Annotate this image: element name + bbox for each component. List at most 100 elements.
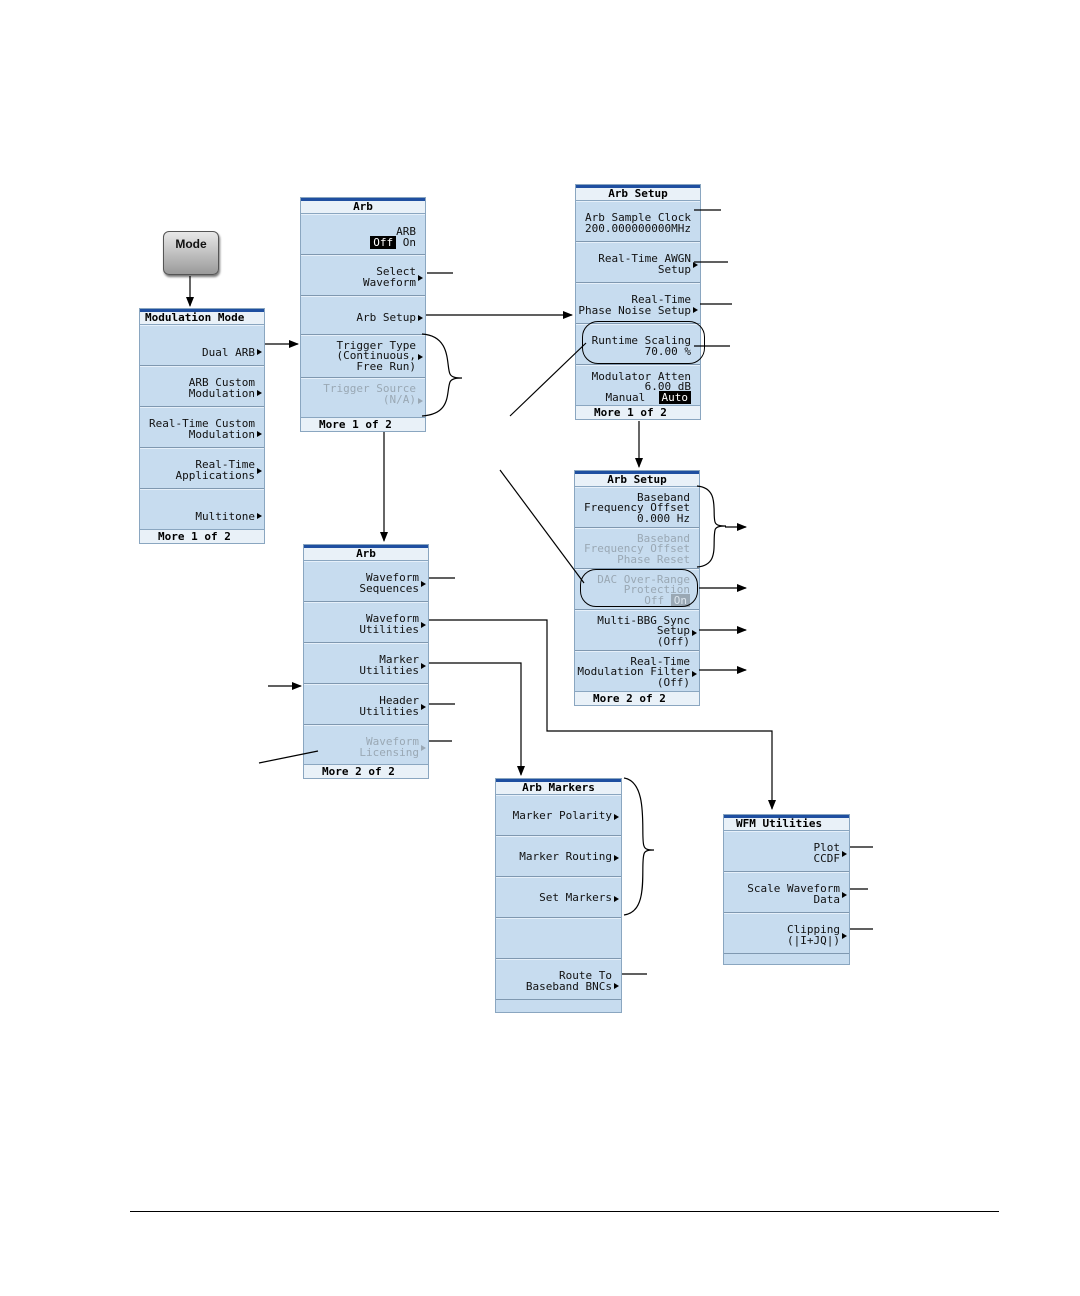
submenu-arrow-icon xyxy=(421,704,426,710)
more-label: More 1 of 2 xyxy=(594,406,667,419)
menu-footer[interactable]: More 1 of 2 xyxy=(301,417,425,431)
menu-footer[interactable]: More 2 of 2 xyxy=(304,764,428,778)
brace-arb-markers xyxy=(623,777,655,916)
menu-title: Arb xyxy=(301,198,425,214)
softkey-label: Baseband Frequency Offset 0.000 Hz xyxy=(584,490,690,525)
softkey-trigger-type[interactable]: Trigger Type (Continuous, Free Run) xyxy=(301,335,425,378)
submenu-arrow-icon xyxy=(614,814,619,820)
arrow-marker-utilities-to-arb-markers xyxy=(429,662,525,776)
runtime-scaling-highlight xyxy=(582,321,705,364)
softkey-real-time-awgn-setup[interactable]: Real-Time AWGN Setup xyxy=(576,242,700,283)
softkey-route-to-baseband-bncs[interactable]: Route To Baseband BNCs xyxy=(496,959,621,1000)
softkey-multi-bbg-sync-setup[interactable]: Multi-BBG Sync Setup (Off) xyxy=(575,610,699,651)
softkey-label: Scale Waveform Data xyxy=(747,882,840,906)
submenu-arrow-icon xyxy=(614,855,619,861)
softkey-label: Trigger Source (N/A) xyxy=(323,382,416,406)
softkey-label: Waveform Licensing xyxy=(359,735,419,759)
submenu-arrow-icon xyxy=(421,663,426,669)
softkey-dual-arb[interactable]: Dual ARB xyxy=(140,325,264,366)
submenu-arrow-icon xyxy=(421,745,426,751)
arb-menu-page1: Arb ARB Off On Select Waveform Arb Setup… xyxy=(300,197,426,432)
softkey-runtime-scaling[interactable]: Runtime Scaling 70.00 % xyxy=(576,324,700,365)
submenu-arrow-icon xyxy=(614,983,619,989)
menu-title: Arb Markers xyxy=(496,779,621,795)
softkey-label: Arb Setup xyxy=(356,310,416,324)
softkey-scale-waveform-data[interactable]: Scale Waveform Data xyxy=(724,872,849,913)
submenu-arrow-icon xyxy=(418,315,423,321)
mode-button[interactable]: Mode xyxy=(163,231,219,275)
arb-off-selected: Off xyxy=(370,235,397,249)
submenu-arrow-icon xyxy=(693,307,698,313)
modulation-mode-menu: Modulation Mode Dual ARB ARB Custom Modu… xyxy=(139,308,265,544)
softkey-arb-custom-modulation[interactable]: ARB Custom Modulation xyxy=(140,366,264,407)
wfm-utilities-menu: WFM Utilities Plot CCDF Scale Waveform D… xyxy=(723,814,850,965)
softkey-marker-utilities[interactable]: Marker Utilities xyxy=(304,643,428,684)
arb-toggle-label: ARB xyxy=(396,225,416,238)
menu-title: WFM Utilities xyxy=(724,815,849,831)
softkey-arb-sample-clock[interactable]: Arb Sample Clock 200.000000000MHz xyxy=(576,201,700,242)
submenu-arrow-icon xyxy=(257,431,262,437)
more-label: More 1 of 2 xyxy=(158,530,231,543)
softkey-modulator-atten[interactable]: Modulator Atten 6.00 dB Manual Auto xyxy=(576,365,700,406)
arb-markers-menu: Arb Markers Marker Polarity Marker Routi… xyxy=(495,778,622,1013)
arrow-waveform-utilities-to-wfm xyxy=(429,619,776,810)
softkey-header-utilities[interactable]: Header Utilities xyxy=(304,684,428,725)
modulator-atten-label: Modulator Atten 6.00 dB xyxy=(591,369,691,393)
submenu-arrow-icon xyxy=(614,896,619,902)
menu-footer[interactable]: More 1 of 2 xyxy=(140,529,264,543)
softkey-label: Arb Sample Clock 200.000000000MHz xyxy=(585,211,691,235)
menu-title: Arb xyxy=(304,545,428,561)
softkey-label: Marker Polarity xyxy=(512,808,612,822)
auto-selected: Auto xyxy=(658,390,691,404)
more-label: More 2 of 2 xyxy=(322,765,395,778)
softkey-arb-off-on[interactable]: ARB Off On xyxy=(301,214,425,255)
softkey-label: ARB Custom Modulation xyxy=(188,376,255,400)
softkey-label: Runtime Scaling 70.00 % xyxy=(591,334,691,358)
softkey-baseband-frequency-offset[interactable]: Baseband Frequency Offset 0.000 Hz xyxy=(575,487,699,528)
menu-footer[interactable]: More 2 of 2 xyxy=(575,691,699,705)
softkey-select-waveform[interactable]: Select Waveform xyxy=(301,255,425,296)
softkey-label: Real-Time AWGN Setup xyxy=(598,252,691,276)
softkey-baseband-frequency-offset-phase-reset[interactable]: Baseband Frequency Offset Phase Reset xyxy=(575,528,699,569)
page-footer-rule xyxy=(130,1211,999,1212)
submenu-arrow-icon xyxy=(421,581,426,587)
submenu-arrow-icon xyxy=(418,398,423,404)
softkey-label: Trigger Type (Continuous, Free Run) xyxy=(336,338,416,373)
more-label: More 2 of 2 xyxy=(593,692,666,705)
submenu-arrow-icon xyxy=(842,933,847,939)
softkey-real-time-custom-modulation[interactable]: Real-Time Custom Modulation xyxy=(140,407,264,448)
pointer-runtime-scaling xyxy=(509,342,587,417)
arb-menu-page2: Arb Waveform Sequences Waveform Utilitie… xyxy=(303,544,429,779)
softkey-label: Real-Time Custom Modulation xyxy=(149,417,255,441)
brace-baseband xyxy=(696,485,727,568)
softkey-clipping[interactable]: Clipping (|I+JQ|) xyxy=(724,913,849,954)
softkey-real-time-applications[interactable]: Real-Time Applications xyxy=(140,448,264,489)
softkey-label: Waveform Utilities xyxy=(359,612,419,636)
softkey-waveform-sequences[interactable]: Waveform Sequences xyxy=(304,561,428,602)
menu-footer[interactable]: More 1 of 2 xyxy=(576,405,700,419)
softkey-marker-routing[interactable]: Marker Routing xyxy=(496,836,621,877)
manual-option: Manual xyxy=(605,390,646,404)
softkey-label: Baseband Frequency Offset Phase Reset xyxy=(584,531,690,566)
softkey-blank[interactable] xyxy=(496,918,621,959)
softkey-label: Real-Time Phase Noise Setup xyxy=(578,293,691,317)
softkey-label: Marker Routing xyxy=(519,849,612,863)
submenu-arrow-icon xyxy=(842,892,847,898)
softkey-label: ARB Off On xyxy=(370,225,416,249)
more-label: More 1 of 2 xyxy=(319,418,392,431)
softkey-label: Marker Utilities xyxy=(359,653,419,677)
softkey-label: Waveform Sequences xyxy=(359,571,419,595)
submenu-arrow-icon xyxy=(257,513,262,519)
submenu-arrow-icon xyxy=(692,630,697,636)
submenu-arrow-icon xyxy=(418,354,423,360)
softkey-set-markers[interactable]: Set Markers xyxy=(496,877,621,918)
softkey-real-time-phase-noise-setup[interactable]: Real-Time Phase Noise Setup xyxy=(576,283,700,324)
softkey-arb-setup[interactable]: Arb Setup xyxy=(301,296,425,335)
menu-title: Modulation Mode xyxy=(140,309,264,325)
softkey-plot-ccdf[interactable]: Plot CCDF xyxy=(724,831,849,872)
dac-off-option: Off xyxy=(644,593,665,607)
submenu-arrow-icon xyxy=(692,671,697,677)
softkey-marker-polarity[interactable]: Marker Polarity xyxy=(496,795,621,836)
softkey-waveform-utilities[interactable]: Waveform Utilities xyxy=(304,602,428,643)
